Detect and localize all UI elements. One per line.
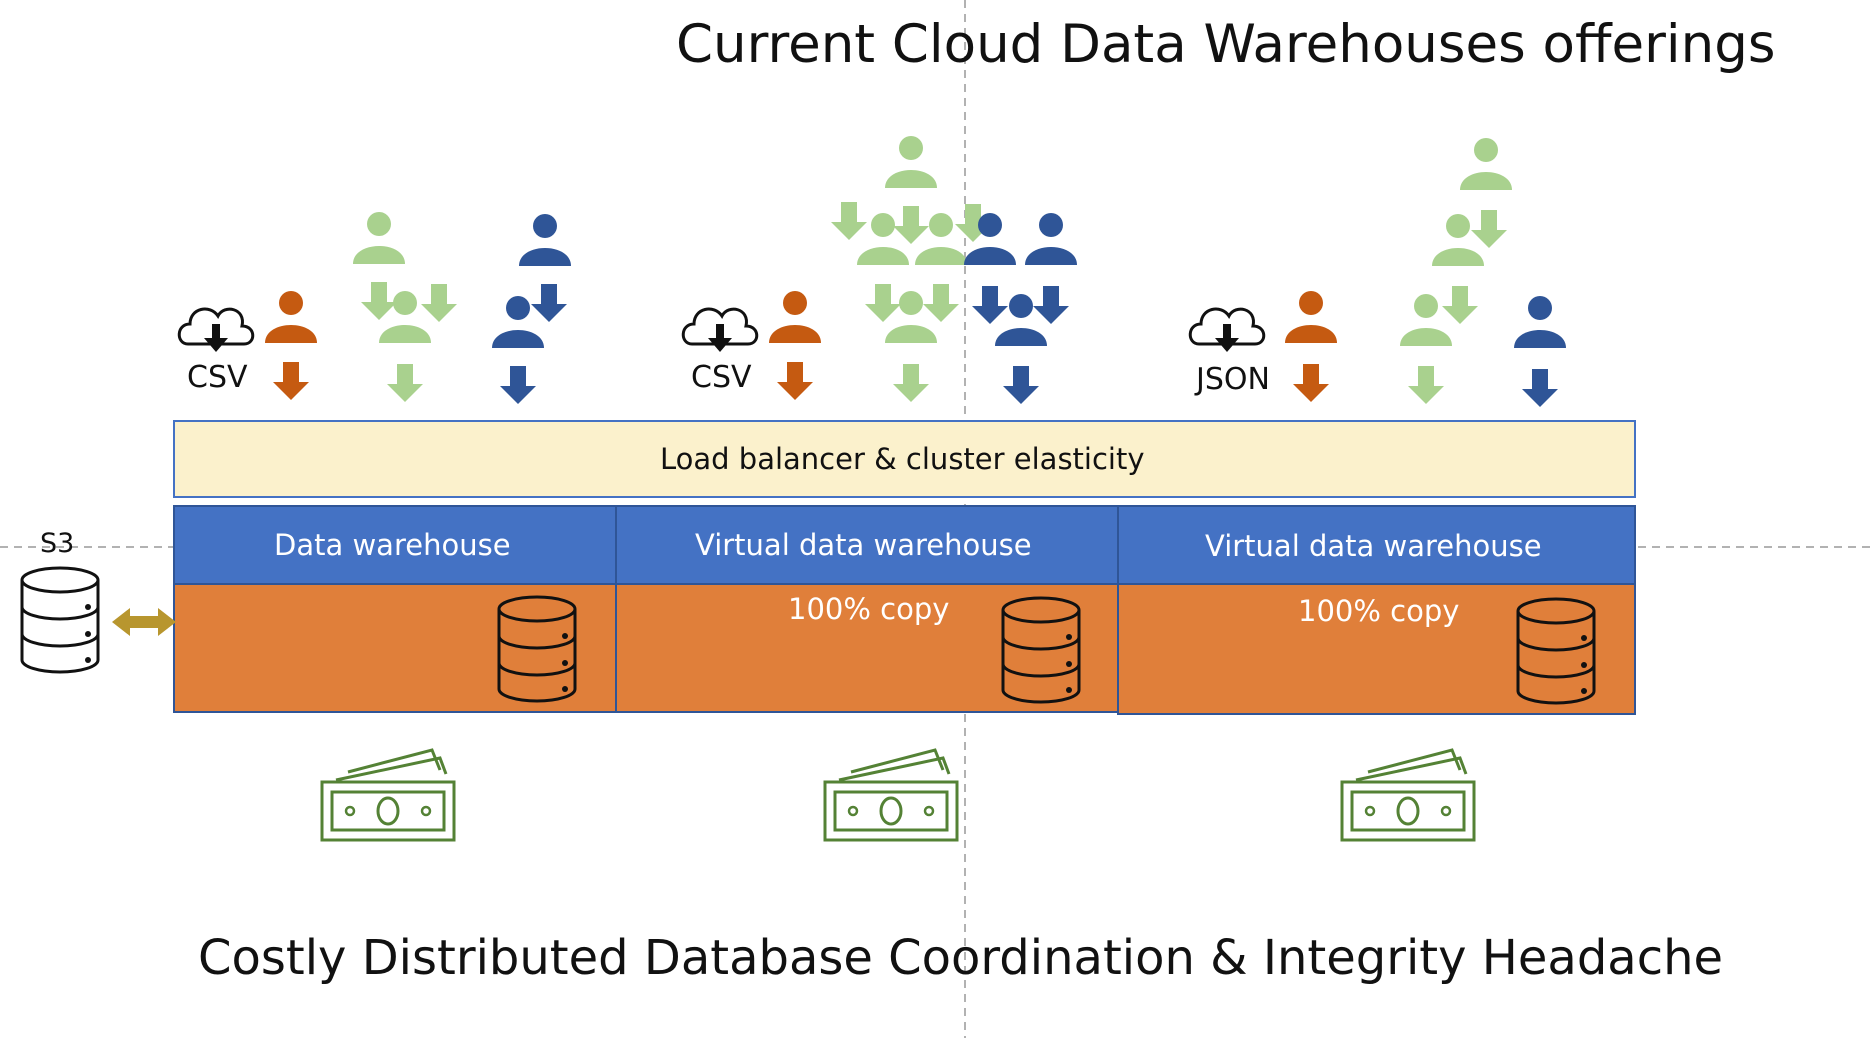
- down-arrow-icon: [361, 282, 397, 320]
- down-arrow-icon: [1003, 366, 1039, 404]
- down-arrow-icon: [1471, 210, 1507, 248]
- user-icon: [353, 212, 405, 264]
- s3-label: S3: [40, 528, 75, 559]
- down-arrow-icon: [273, 362, 309, 400]
- down-arrow-icon: [923, 284, 959, 322]
- down-arrow-icon: [893, 206, 929, 244]
- down-arrow-icon: [972, 286, 1008, 324]
- money-icon: [823, 748, 959, 842]
- down-arrow-icon: [531, 284, 567, 322]
- money-icon: [1340, 748, 1476, 842]
- down-arrow-icon: [1442, 286, 1478, 324]
- down-arrow-icon: [1408, 366, 1444, 404]
- down-arrow-icon: [1033, 286, 1069, 324]
- down-arrow-icon: [831, 202, 867, 240]
- cloud-download-icon: [681, 307, 759, 354]
- source-format-label: CSV: [187, 360, 248, 395]
- user-icon: [1025, 213, 1077, 265]
- storage-link-arrow: [112, 608, 176, 636]
- user-icon: [1432, 214, 1484, 266]
- down-arrow-icon: [893, 364, 929, 402]
- user-icon: [995, 294, 1047, 346]
- down-arrow-icon: [1293, 364, 1329, 402]
- warehouse-title: Virtual data warehouse: [695, 528, 1032, 562]
- user-icon: [1285, 291, 1337, 343]
- load-balancer-label: Load balancer & cluster elasticity: [660, 442, 1145, 476]
- load-balancer-bar: [173, 420, 1636, 498]
- user-icon: [265, 291, 317, 343]
- warehouse-block-3: [1117, 505, 1636, 715]
- cloud-download-icon: [177, 307, 255, 354]
- down-arrow-icon: [865, 284, 901, 322]
- user-icon: [1460, 138, 1512, 190]
- user-icon: [857, 213, 909, 265]
- user-icon: [769, 291, 821, 343]
- down-arrow-icon: [421, 284, 457, 322]
- user-icon: [885, 291, 937, 343]
- footer-caption: Costly Distributed Database Coordination…: [198, 930, 1724, 986]
- source-format-label: CSV: [691, 360, 752, 395]
- cloud-download-icon: [1188, 307, 1266, 354]
- copy-label: 100% copy: [788, 592, 950, 626]
- warehouse-title: Data warehouse: [274, 528, 511, 562]
- down-arrow-icon: [777, 362, 813, 400]
- s3-storage-icon: [20, 566, 100, 674]
- copy-label: 100% copy: [1298, 594, 1460, 628]
- user-icon: [1514, 296, 1566, 348]
- warehouse-title: Virtual data warehouse: [1205, 529, 1542, 563]
- user-icon: [492, 296, 544, 348]
- user-icon: [1400, 294, 1452, 346]
- down-arrow-icon: [500, 366, 536, 404]
- user-icon: [915, 213, 967, 265]
- user-icon: [885, 136, 937, 188]
- down-arrow-icon: [387, 364, 423, 402]
- page-title: Current Cloud Data Warehouses offerings: [676, 14, 1776, 75]
- source-format-label: JSON: [1196, 362, 1270, 397]
- down-arrow-icon: [1522, 369, 1558, 407]
- money-icon: [320, 748, 456, 842]
- user-icon: [519, 214, 571, 266]
